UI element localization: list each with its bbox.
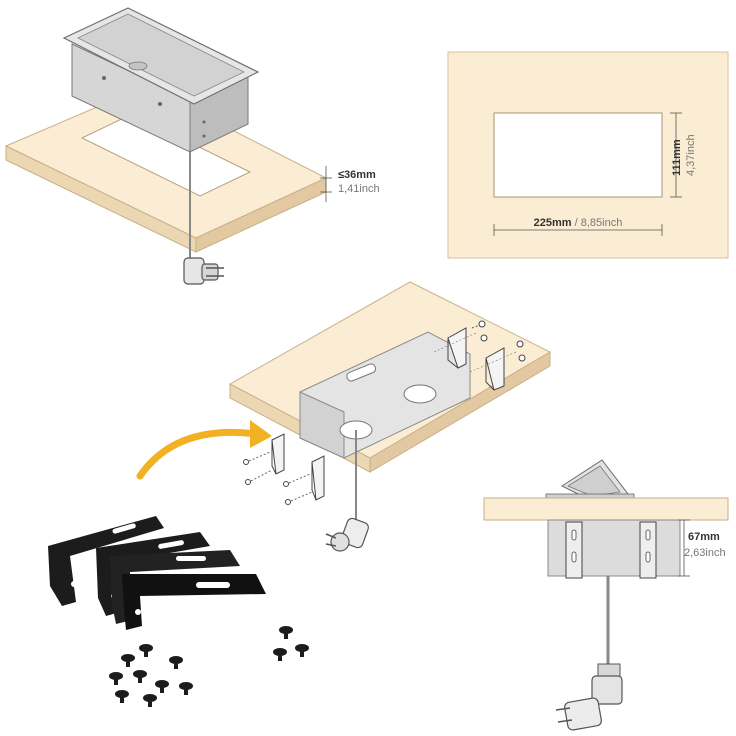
- screw-icon: [245, 469, 273, 485]
- mounting-bracket-icon: [311, 455, 325, 501]
- countertop-cutout: [80, 113, 252, 197]
- housing-screw-hole: [202, 120, 206, 124]
- cutout-height-inch-label: 4,37inch: [685, 134, 697, 176]
- mounting-bracket-icon: [48, 516, 164, 606]
- curved-arrow-icon: [136, 420, 272, 480]
- alignment-line: [433, 331, 479, 353]
- cable-hole: [403, 384, 437, 404]
- screw-icon: [295, 644, 309, 657]
- panel-installed-side-view: 67mm 2,63inch: [483, 459, 729, 731]
- cutout-opening: [493, 112, 663, 198]
- screw-icon: [155, 680, 169, 693]
- cable-slot: [346, 363, 377, 382]
- screw-icon: [480, 334, 488, 342]
- screw-icon: [285, 491, 313, 505]
- cutout-height-mm-label: 111mm: [671, 139, 683, 176]
- mounting-bracket-icon: [271, 433, 285, 475]
- socket-lid-inner: [77, 13, 245, 97]
- panel-socket-insertion: ≤36mm 1,41inch: [4, 7, 380, 285]
- cutout-width-separator: /: [572, 217, 581, 229]
- screw-icon: [109, 672, 123, 685]
- panel-hardware-kit: [48, 516, 309, 707]
- panel-cutout-dimensions: 111mm 4,37inch 225mm / 8,85inch: [447, 51, 729, 259]
- screw-icon: [516, 340, 524, 348]
- cutout-width-inch-label: 8,85inch: [581, 217, 623, 229]
- mounting-bracket-icon: [565, 521, 583, 579]
- cutout-width-label: 225mm / 8,85inch: [534, 217, 623, 229]
- mounting-bracket-icon: [122, 574, 266, 630]
- cutout-height-dimension-line: [670, 112, 682, 198]
- thickness-inch-label: 1,41inch: [338, 183, 380, 195]
- housing-screw-hole: [202, 134, 206, 138]
- screw-icon: [279, 626, 293, 639]
- thickness-mm-label: ≤36mm: [338, 169, 376, 181]
- screw-icon: [139, 644, 153, 657]
- screw-icon: [143, 694, 157, 707]
- mounting-bracket-icon: [447, 327, 467, 369]
- countertop-side-edge: [369, 351, 551, 473]
- countertop-section: [483, 497, 729, 521]
- screw-icon: [283, 473, 311, 487]
- screw-icon: [115, 690, 129, 703]
- housing-screw-hole: [102, 76, 106, 80]
- screw-icon: [273, 648, 287, 661]
- power-plug-icon: [325, 517, 369, 552]
- cutout-width-dimension-line: [493, 224, 663, 236]
- depth-inch-label: 2,63inch: [684, 547, 726, 559]
- panel-bracket-mounting: [228, 281, 552, 552]
- screw-icon: [169, 656, 183, 669]
- screw-icon: [121, 654, 135, 667]
- screw-icon: [471, 320, 486, 329]
- socket-popup-face: [567, 465, 621, 497]
- depth-dimension-line: [678, 519, 690, 577]
- lid-release-button: [128, 61, 148, 71]
- alignment-line: [469, 351, 517, 373]
- thickness-dimension-line: [320, 166, 332, 202]
- screw-icon: [179, 682, 193, 695]
- cutout-width-mm-label: 225mm: [534, 217, 572, 229]
- housing-screw-hole: [158, 102, 162, 106]
- power-plug-icon: [183, 257, 224, 285]
- screw-icon: [133, 670, 147, 683]
- mounting-bracket-icon: [639, 521, 657, 579]
- screw-icon: [243, 451, 271, 465]
- screw-icon: [518, 354, 526, 362]
- depth-mm-label: 67mm: [688, 531, 720, 543]
- mounting-box-front-wall: [299, 391, 345, 459]
- mounting-bracket-icon: [485, 347, 505, 391]
- power-plug-icon: [555, 663, 623, 731]
